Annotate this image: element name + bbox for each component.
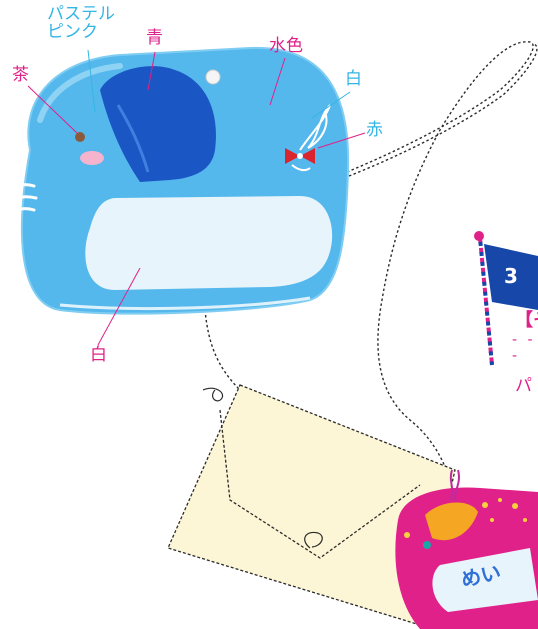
step-heading-fragment: 【そ (515, 306, 538, 332)
blue-charm (12, 48, 348, 314)
step-text-fragment: パ (515, 371, 532, 396)
step-divider: - - - (512, 332, 538, 364)
step-number: 3 (501, 264, 521, 288)
